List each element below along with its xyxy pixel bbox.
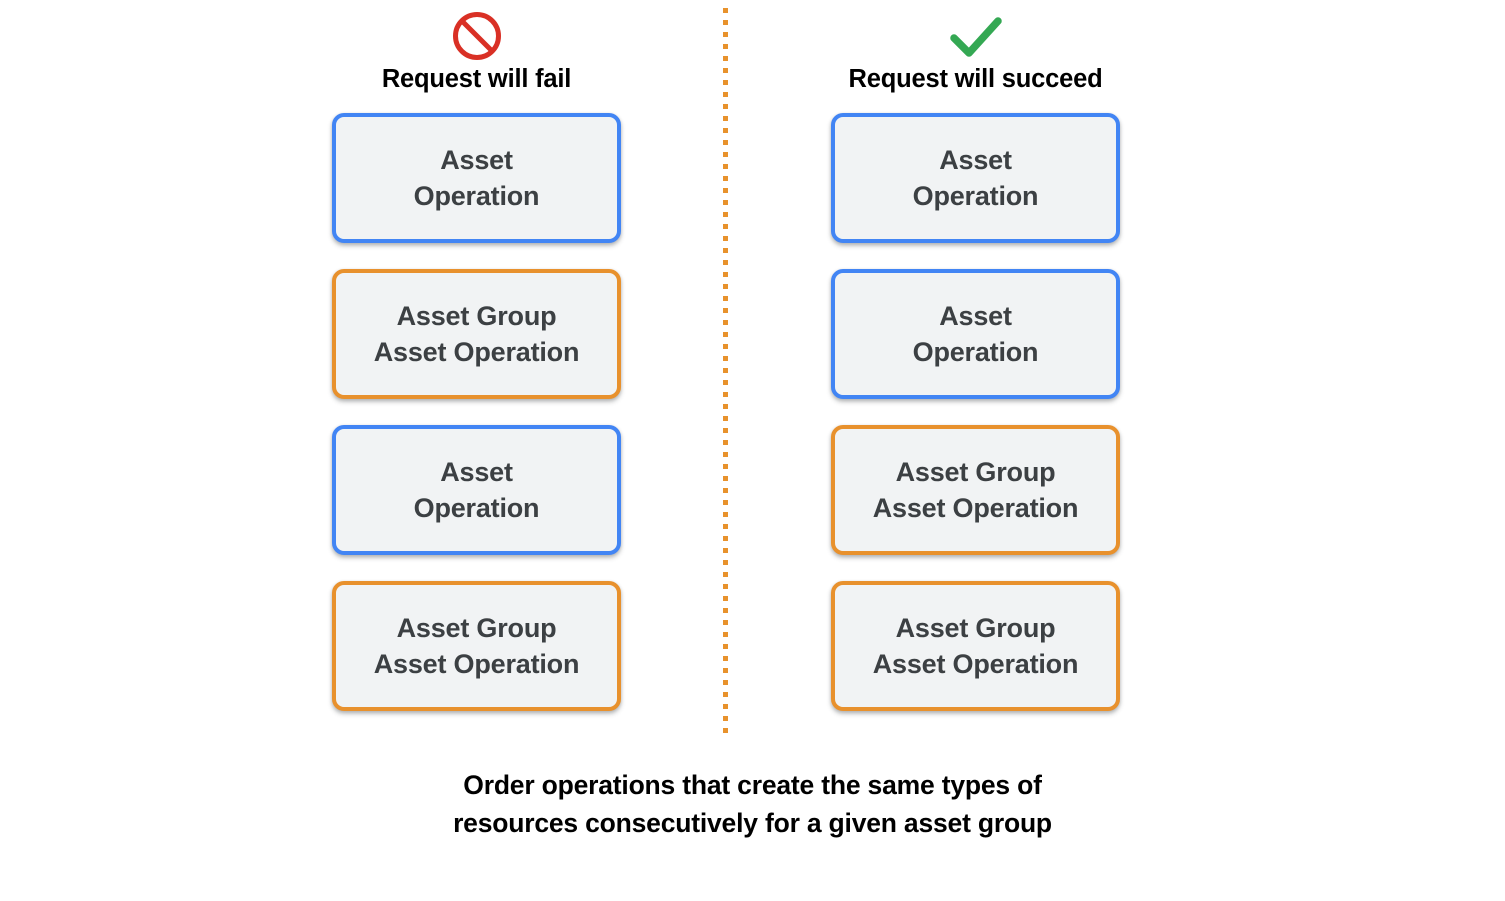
- column-header-label: Request will fail: [381, 65, 572, 93]
- diagram-caption: Order operations that create the same ty…: [453, 770, 1052, 838]
- card-asset-group-asset-operation[interactable]: Asset Group Asset Operation: [831, 425, 1120, 555]
- column-header-fail: Request will fail: [332, 8, 621, 94]
- checkmark-icon: [831, 8, 1120, 64]
- card-asset-operation[interactable]: Asset Operation: [332, 425, 621, 555]
- card-label: Asset Operation: [413, 145, 540, 211]
- card-asset-group-asset-operation[interactable]: Asset Group Asset Operation: [332, 581, 621, 711]
- card-label: Asset Group Asset Operation: [872, 457, 1079, 523]
- card-asset-group-asset-operation[interactable]: Asset Group Asset Operation: [831, 581, 1120, 711]
- card-asset-operation[interactable]: Asset Operation: [831, 269, 1120, 399]
- prohibition-icon: [332, 8, 621, 64]
- card-label: Asset Group Asset Operation: [373, 613, 580, 679]
- column-header-label: Request will succeed: [848, 65, 1103, 93]
- card-label: Asset Operation: [912, 145, 1039, 211]
- card-label: Asset Group Asset Operation: [373, 301, 580, 367]
- card-asset-group-asset-operation[interactable]: Asset Group Asset Operation: [332, 269, 621, 399]
- card-label: Asset Operation: [413, 457, 540, 523]
- column-divider: [723, 8, 728, 737]
- card-asset-operation[interactable]: Asset Operation: [831, 113, 1120, 243]
- column-header-succeed: Request will succeed: [831, 8, 1120, 94]
- card-label: Asset Group Asset Operation: [872, 613, 1079, 679]
- card-label: Asset Operation: [912, 301, 1039, 367]
- card-asset-operation[interactable]: Asset Operation: [332, 113, 621, 243]
